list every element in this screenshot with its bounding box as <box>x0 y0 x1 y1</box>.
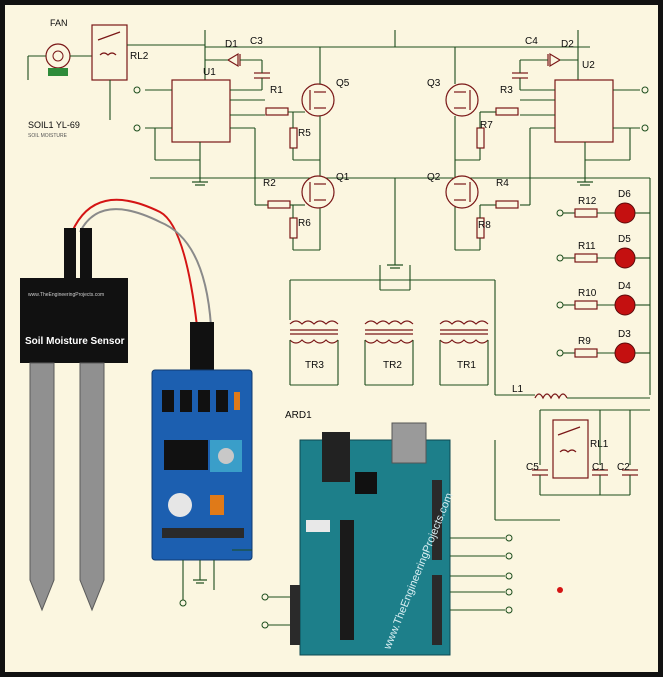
diode-d2: D2 <box>520 39 578 68</box>
c4-label: C4 <box>525 36 538 47</box>
probe-url: www.TheEngineeringProjects.com <box>28 292 104 298</box>
transformer-tr3: TR3 <box>289 320 339 386</box>
led-d4 <box>614 294 636 316</box>
resistor-r6: R6 <box>289 205 320 251</box>
mosfet-q2: Q2 <box>427 172 479 209</box>
led-row-d3: R9 D3 <box>556 329 650 364</box>
ard1-label: ARD1 <box>285 410 312 421</box>
mosfet-q3: Q3 <box>427 47 479 250</box>
capacitor-c1: C1 <box>592 462 608 495</box>
c2-label: C2 <box>617 462 630 473</box>
r12-label: R12 <box>578 196 597 207</box>
q2-label: Q2 <box>427 172 441 183</box>
c3-label: C3 <box>250 36 263 47</box>
soil-probe: www.TheEngineeringProjects.com Soil Mois… <box>20 198 212 612</box>
sensor-label: Soil Moisture Sensor <box>25 336 125 347</box>
q3-label: Q3 <box>427 78 441 89</box>
tr3-label: TR3 <box>305 360 324 371</box>
c5-label: C5 <box>526 462 539 473</box>
led-d3 <box>614 342 636 364</box>
r11-label: R11 <box>578 241 596 252</box>
r8-label: R8 <box>478 220 491 231</box>
transformer-tr2: TR2 <box>364 320 414 386</box>
r4-label: R4 <box>496 178 509 189</box>
resistor-r4: R4 <box>480 178 519 209</box>
transformer-bank <box>289 265 535 396</box>
soil-sub: SOIL MOISTURE <box>28 133 68 139</box>
sensor-module <box>151 322 253 607</box>
resistor-r7: R7 <box>455 112 493 161</box>
r2-label: R2 <box>263 178 276 189</box>
resistor-r3: R3 <box>480 85 519 116</box>
resistor-r1: R1 <box>265 85 305 116</box>
capacitor-c3: C3 <box>230 36 270 91</box>
resistor-r2: R2 <box>263 178 305 209</box>
u1-label: U1 <box>203 67 216 78</box>
led-row-d4: R10 D4 <box>556 281 650 316</box>
r7-label: R7 <box>480 120 493 131</box>
d5-label: D5 <box>618 234 631 245</box>
resistor-r8: R8 <box>455 205 491 251</box>
d4-label: D4 <box>618 281 631 292</box>
led-row-d6: R12 D6 <box>556 189 650 224</box>
d2-label: D2 <box>561 39 574 50</box>
q1-label: Q1 <box>336 172 350 183</box>
power-rails <box>150 30 651 395</box>
d6-label: D6 <box>618 189 631 200</box>
driver-u1: U1 <box>133 67 268 206</box>
l1-label: L1 <box>512 384 524 395</box>
r5-label: R5 <box>298 128 311 139</box>
soil-label: SOIL1 YL-69 <box>28 120 80 130</box>
transformer-tr1: TR1 <box>439 320 489 386</box>
capacitor-c2: C2 <box>617 462 638 495</box>
inductor-l1: L1 <box>512 384 650 400</box>
r1-label: R1 <box>270 85 283 96</box>
diode-d1: D1 <box>205 39 262 68</box>
relay-rl1: RL1 <box>494 409 650 521</box>
fan-indicator <box>48 68 68 76</box>
resistor-r5: R5 <box>289 112 320 161</box>
led-d5 <box>614 247 636 269</box>
driver-u2: U2 <box>520 60 649 206</box>
tr1-label: TR1 <box>457 360 476 371</box>
mosfet-q1: Q1 <box>301 172 350 209</box>
led-d6 <box>614 202 636 224</box>
r3-label: R3 <box>500 85 513 96</box>
led-row-d5: R11 D5 <box>556 234 650 269</box>
tr2-label: TR2 <box>383 360 402 371</box>
c1-label: C1 <box>592 462 605 473</box>
capacitor-c4: C4 <box>512 36 555 91</box>
relay-rl2: RL2 <box>91 24 205 120</box>
r10-label: R10 <box>578 288 597 299</box>
r9-label: R9 <box>578 336 591 347</box>
r6-label: R6 <box>298 218 311 229</box>
q5-label: Q5 <box>336 78 350 89</box>
circuit-schematic: FAN RL2 SOIL1 YL-69 SOIL MOISTURE U1 <box>20 18 651 656</box>
d3-label: D3 <box>618 329 631 340</box>
fan-motor: FAN <box>27 18 95 80</box>
d1-label: D1 <box>225 39 238 50</box>
rl2-label: RL2 <box>130 51 149 62</box>
fan-label: FAN <box>50 18 68 28</box>
rl1-label: RL1 <box>590 439 609 450</box>
capacitor-c5: C5 <box>526 462 548 495</box>
probe-head <box>20 278 128 363</box>
u2-label: U2 <box>582 60 595 71</box>
arduino-board: ARD1 www.TheEngineeringProjects.com <box>261 410 563 656</box>
mosfet-q5: Q5 <box>301 47 350 250</box>
